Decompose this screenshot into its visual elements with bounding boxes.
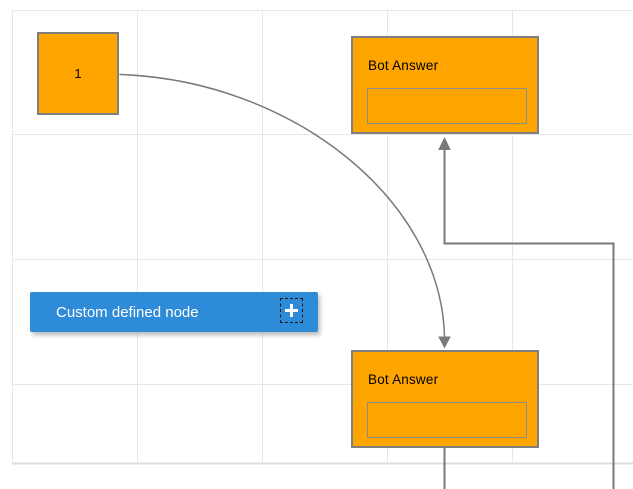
node-start[interactable]: 1	[37, 32, 119, 115]
arrowhead-up-icon	[438, 137, 451, 150]
bot-answer-top-input[interactable]	[367, 88, 527, 124]
node-start-label: 1	[74, 66, 82, 81]
plus-icon	[285, 304, 298, 317]
node-bot-answer-top[interactable]: Bot Answer	[351, 36, 539, 134]
connector-orthogonal-bottom-to-top[interactable]	[443, 150, 615, 489]
bot-answer-bottom-input[interactable]	[367, 402, 527, 438]
arrowhead-down-icon	[438, 336, 451, 349]
custom-node-label: Custom defined node	[56, 303, 199, 321]
bot-answer-top-title: Bot Answer	[368, 58, 439, 73]
grid	[12, 10, 633, 465]
node-bot-answer-bottom[interactable]: Bot Answer	[351, 350, 539, 448]
connector-curved-start-to-bottom[interactable]	[119, 73, 446, 337]
node-custom-defined[interactable]: Custom defined node	[30, 292, 318, 332]
connectors	[119, 73, 615, 489]
add-handle-selection-box[interactable]	[280, 298, 303, 323]
bot-answer-bottom-title: Bot Answer	[368, 372, 439, 387]
